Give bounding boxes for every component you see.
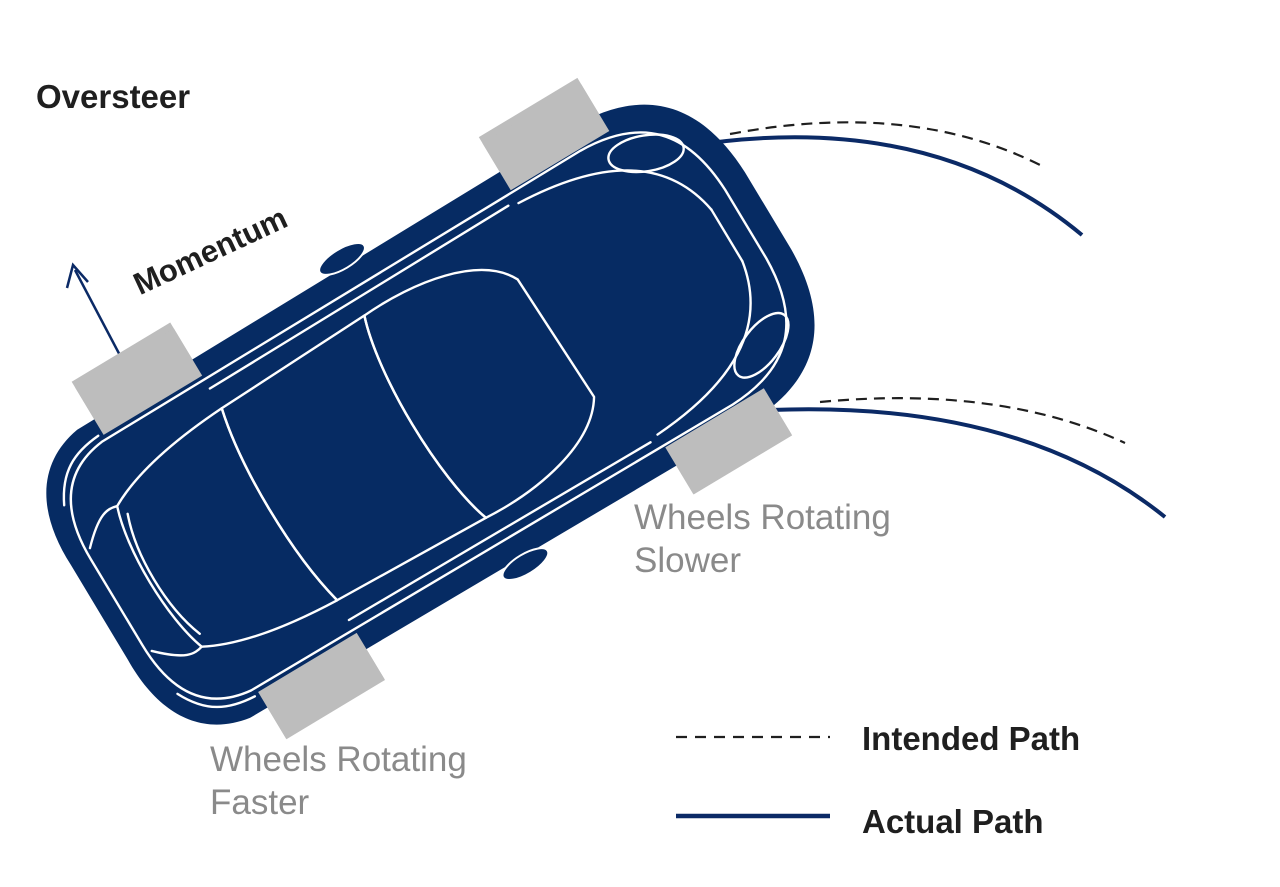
legend-actual-label: Actual Path [862, 803, 1044, 840]
annotation-faster-line-2: Faster [210, 783, 310, 822]
intended-path-bottom [819, 397, 1126, 444]
annotation-slower-line-1: Wheels Rotating [634, 498, 891, 537]
annotation-faster-line-1: Wheels Rotating [210, 740, 467, 779]
annotation-wheels-faster: Wheels Rotating Faster [210, 738, 467, 824]
mirror-left [318, 242, 366, 276]
diagram-title: Oversteer [36, 78, 191, 115]
bottom-path-pair [769, 397, 1167, 519]
actual-path-top [687, 135, 1084, 237]
annotation-slower-line-2: Slower [634, 541, 741, 580]
legend-samples [676, 735, 830, 819]
annotation-wheels-slower: Wheels Rotating Slower [634, 496, 891, 582]
top-path-pair [687, 121, 1084, 237]
car-top-view-icon [46, 77, 815, 740]
actual-path-bottom [769, 407, 1167, 519]
legend-intended-label: Intended Path [862, 720, 1081, 757]
rear-window [115, 407, 339, 648]
mirror-right [501, 547, 550, 582]
intended-path-top [729, 121, 1041, 166]
car-body [46, 104, 815, 725]
